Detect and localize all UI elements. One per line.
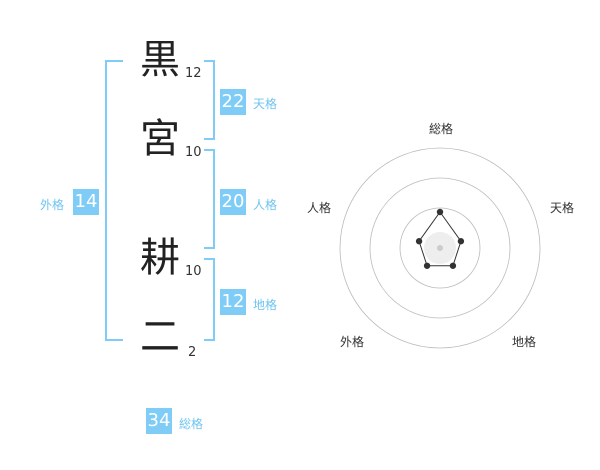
radar-axis-label-soukaku: 総格 <box>429 121 453 136</box>
radar-ring <box>369 177 511 319</box>
radar-point-0 <box>436 208 444 216</box>
radar-point-4 <box>415 238 423 245</box>
radar-point-3 <box>423 262 431 269</box>
radar-rings <box>339 147 541 349</box>
given-char-1: 耕 <box>140 235 180 281</box>
radar-ring <box>399 207 481 289</box>
radar-axis-label-chikaku: 地格 <box>512 334 536 349</box>
soukaku-value-badge: 34 <box>146 408 172 434</box>
jinkaku-label: 人格 <box>253 198 278 212</box>
given-char-2-strokes: 2 <box>188 345 197 360</box>
surname-char-2-strokes: 10 <box>185 145 202 160</box>
tenkaku-bracket <box>204 60 215 140</box>
radar-point-2 <box>449 262 457 269</box>
radar-axis-label-gaikaku: 外格 <box>340 334 364 349</box>
tenkaku-value-badge: 22 <box>220 89 246 115</box>
jinkaku-bracket <box>204 149 215 249</box>
chikaku-value-badge: 12 <box>220 289 246 315</box>
gaikaku-label: 外格 <box>40 198 65 212</box>
radar-axis-label-jinkaku: 人格 <box>307 200 331 215</box>
tenkaku-label: 天格 <box>253 97 278 111</box>
radar-axis-label-tenkaku: 天格 <box>550 200 574 215</box>
gaikaku-value-badge: 14 <box>73 189 99 215</box>
surname-char-1-strokes: 12 <box>185 66 202 81</box>
chikaku-bracket <box>204 258 215 341</box>
radar-center-dot <box>437 245 443 251</box>
radar-polygon-layer <box>415 208 465 269</box>
radar-series-polygon <box>418 211 462 267</box>
radar-point-1 <box>457 238 465 245</box>
surname-char-2: 宮 <box>140 116 180 162</box>
given-char-1-strokes: 10 <box>185 264 202 279</box>
gaikaku-bracket <box>105 60 123 341</box>
jinkaku-value-badge: 20 <box>220 189 246 215</box>
radar-ring <box>339 147 541 349</box>
chikaku-label: 地格 <box>253 298 278 312</box>
given-char-2: 二 <box>140 314 180 360</box>
soukaku-label: 総格 <box>179 417 204 431</box>
surname-char-1: 黒 <box>140 37 180 83</box>
